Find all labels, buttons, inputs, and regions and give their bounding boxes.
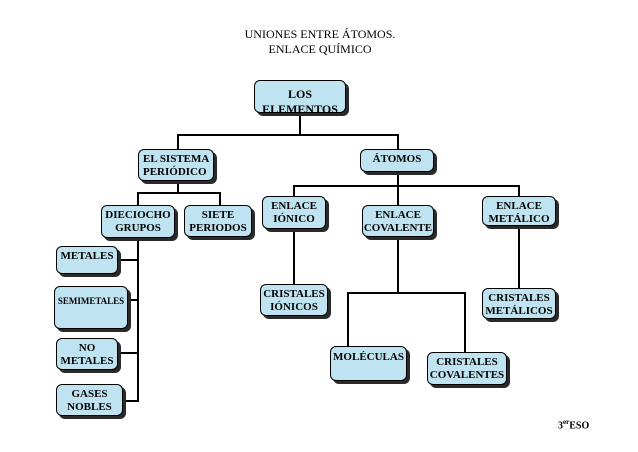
node-label: LOS — [287, 87, 312, 101]
node-gases-nobles: GASES NOBLES — [56, 384, 123, 416]
course-number: 3 — [558, 420, 563, 432]
node-label: CRISTALES — [488, 292, 550, 304]
course-text: ESO — [569, 420, 590, 432]
node-dieciocho-grupos: DIECIOCHO GRUPOS — [101, 205, 175, 238]
node-semimetales: SEMIMETALES — [54, 286, 128, 329]
node-label: CRISTALES — [436, 356, 498, 368]
node-enlace-covalente: ENLACE COVALENTE — [362, 205, 434, 237]
node-label: IÓNICO — [273, 213, 315, 225]
node-label: METÁLICO — [488, 213, 550, 225]
node-cristales-metalicos: CRISTALES METÁLICOS — [482, 288, 556, 319]
node-label: GASES — [71, 388, 108, 400]
node-label: ENLACE — [375, 209, 421, 221]
node-label: DIECIOCHO — [105, 209, 171, 221]
node-label: SEMIMETALES — [57, 296, 125, 306]
node-label: COVALENTES — [429, 369, 505, 381]
course-label: 3erESO — [558, 418, 589, 431]
node-no-metales: NO METALES — [56, 338, 118, 370]
node-enlace-metalico: ENLACE METÁLICO — [482, 196, 556, 226]
node-label: SIETE — [201, 209, 235, 221]
node-cristales-covalentes: CRISTALES COVALENTES — [427, 352, 507, 385]
node-label: NO — [78, 342, 96, 354]
node-label: ENLACE — [496, 200, 542, 212]
node-label: COVALENTE — [363, 222, 433, 234]
node-cristales-ionicos: CRISTALES IÓNICOS — [260, 284, 328, 316]
node-label: CRISTALES — [263, 288, 325, 300]
node-metales: METALES — [56, 246, 118, 274]
node-label: GRUPOS — [115, 222, 161, 234]
node-label: ÁTOMOS — [372, 153, 422, 165]
node-siete-periodos: SIETE PERIODOS — [184, 205, 252, 237]
node-el-sistema-periodico: EL SISTEMA PERIÓDICO — [138, 149, 214, 181]
title-line-1: UNIONES ENTRE ÁTOMOS. — [244, 27, 396, 41]
node-label: IÓNICOS — [270, 301, 318, 313]
node-label: METALES — [60, 355, 114, 367]
node-label: METÁLICOS — [485, 305, 553, 317]
title-line-2: ENLACE QUÍMICO — [268, 42, 372, 56]
course-suffix: er — [563, 418, 570, 426]
node-label: EL SISTEMA — [143, 153, 210, 165]
node-label: MOLÉCULAS — [333, 351, 404, 363]
node-label: PERIODOS — [189, 222, 247, 234]
node-atomos: ÁTOMOS — [360, 149, 434, 172]
node-label: NOBLES — [67, 401, 112, 413]
node-label: ELEMENTOS — [262, 102, 338, 116]
diagram-title: UNIONES ENTRE ÁTOMOS. ENLACE QUÍMICO — [200, 27, 440, 57]
node-enlace-ionico: ENLACE IÓNICO — [262, 196, 326, 229]
node-label: ENLACE — [271, 200, 317, 212]
node-label: PERIÓDICO — [143, 166, 207, 178]
node-label: METALES — [60, 250, 114, 262]
node-los-elementos: LOS ELEMENTOS — [254, 80, 346, 116]
node-moleculas: MOLÉCULAS — [330, 346, 407, 381]
